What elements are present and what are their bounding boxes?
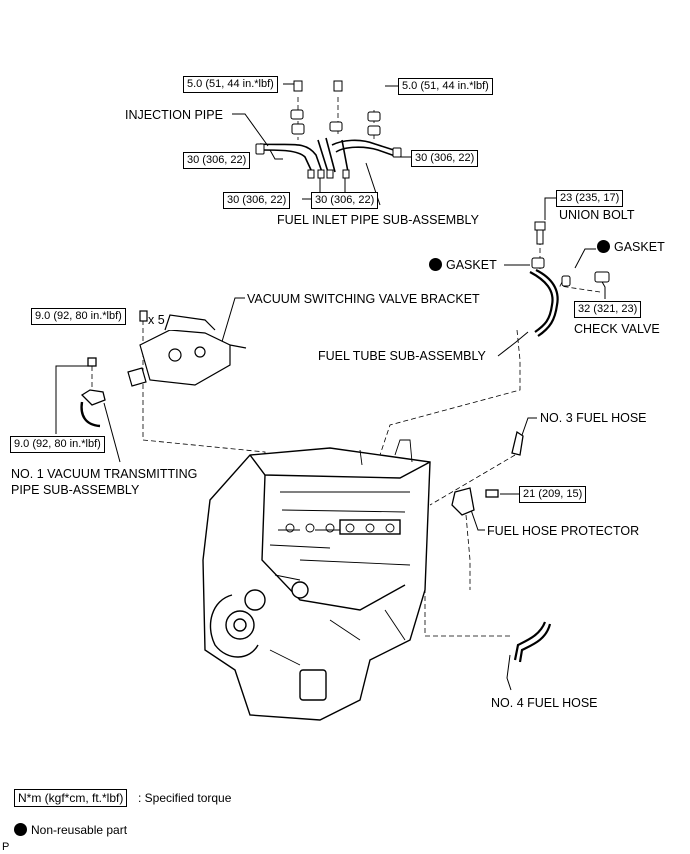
label-gasket-right: GASKET xyxy=(614,240,665,254)
legend-torque-unit: N*m (kgf*cm, ft.*lbf) xyxy=(14,789,128,807)
torque-injection-left: 30 (306, 22) xyxy=(183,152,251,169)
torque-fuel-hose-protector: 21 (209, 15) xyxy=(519,486,587,503)
nonreusable-dot-gasket-left xyxy=(429,258,442,271)
torque-vsv-bracket: 9.0 (92, 80 in.*lbf) xyxy=(31,308,126,325)
label-fuel-inlet-pipe: FUEL INLET PIPE SUB-ASSEMBLY xyxy=(277,213,479,227)
clamp-top-right xyxy=(367,111,381,122)
label-fuel-tube: FUEL TUBE SUB-ASSEMBLY xyxy=(318,349,486,363)
label-no3-fuel-hose: NO. 3 FUEL HOSE xyxy=(540,411,647,425)
leader-check-valve xyxy=(600,279,606,299)
leader-fuel-tube xyxy=(497,331,529,357)
engine-detail-lines xyxy=(269,439,413,666)
leader-no1-pipe xyxy=(103,402,121,463)
label-vsv-bracket: VACUUM SWITCHING VALVE BRACKET xyxy=(247,292,480,306)
p-mark: P xyxy=(2,841,10,853)
torque-top-right: 5.0 (51, 44 in.*lbf) xyxy=(398,78,493,95)
label-gasket-left: GASKET xyxy=(446,258,497,272)
torque-no1-vacuum: 9.0 (92, 80 in.*lbf) xyxy=(10,436,105,453)
label-no1-vacuum-line1: NO. 1 VACUUM TRANSMITTING xyxy=(11,467,198,481)
leader-inj-left xyxy=(269,149,283,160)
leader-vsv-bracket xyxy=(220,297,245,346)
dash-fhp xyxy=(465,514,471,590)
leader-fhp xyxy=(469,506,485,531)
dash-no3-hose xyxy=(429,454,516,506)
injection-pipes xyxy=(259,137,401,173)
label-times-5: x 5 xyxy=(148,313,165,327)
nonreusable-dot-gasket-right xyxy=(597,240,610,253)
no1-vacuum-pipe-part xyxy=(80,357,106,428)
clamp-top-left-2 xyxy=(291,123,305,135)
leader-gasket-right xyxy=(574,248,596,269)
legend-torque-desc: : Specified torque xyxy=(138,791,232,805)
clamp-center xyxy=(329,121,343,132)
vsv-bracket-part xyxy=(127,310,247,387)
no3-fuel-hose-part xyxy=(511,430,524,456)
bolt-top-right xyxy=(333,80,343,92)
fuel-tube-part xyxy=(529,269,559,337)
torque-top-left: 5.0 (51, 44 in.*lbf) xyxy=(183,76,278,93)
label-no4-fuel-hose: NO. 4 FUEL HOSE xyxy=(491,696,598,710)
dash-no4-hose xyxy=(424,580,510,637)
leader-injection-pipe xyxy=(232,113,269,147)
clamp-top-left xyxy=(290,109,304,120)
leader-no1-top xyxy=(55,365,88,434)
torque-injection-bottom-a: 30 (306, 22) xyxy=(223,192,291,209)
dash-fuel-tube xyxy=(379,329,521,456)
legend-nonreusable-dot xyxy=(14,823,27,836)
fuel-hose-protector-part xyxy=(451,487,499,516)
label-fuel-hose-protector: FUEL HOSE PROTECTOR xyxy=(487,524,640,538)
check-valve-part xyxy=(561,271,610,287)
clamp-top-right-2 xyxy=(367,125,381,136)
leader-no3-hose xyxy=(520,417,537,439)
legend-nonreusable-text: Non-reusable part xyxy=(31,823,128,837)
torque-check-valve: 32 (321, 23) xyxy=(574,301,642,318)
leader-union-bolt xyxy=(544,197,556,220)
label-no1-vacuum-line2: PIPE SUB-ASSEMBLY xyxy=(11,483,140,497)
label-injection-pipe: INJECTION PIPE xyxy=(125,108,223,122)
label-union-bolt: UNION BOLT xyxy=(559,208,635,222)
leader-no4-hose xyxy=(506,654,512,691)
union-bolt-part xyxy=(531,221,546,269)
torque-union-bolt: 23 (235, 17) xyxy=(556,190,624,207)
label-check-valve: CHECK VALVE xyxy=(574,322,660,336)
bolt-top-left xyxy=(293,80,303,92)
dash-check-valve xyxy=(559,281,601,293)
torque-injection-right: 30 (306, 22) xyxy=(411,150,479,167)
engine-block xyxy=(202,447,431,721)
torque-injection-bottom-b: 30 (306, 22) xyxy=(311,192,379,209)
no4-fuel-hose-part xyxy=(513,621,552,663)
